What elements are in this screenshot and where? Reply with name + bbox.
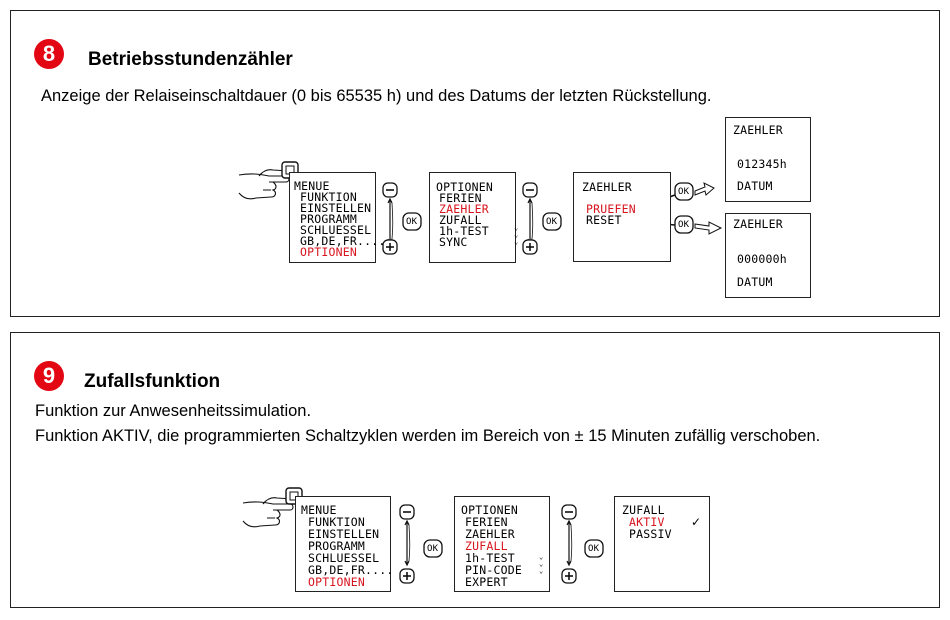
reset-screen-title: ZAEHLER bbox=[733, 217, 783, 231]
random-passive-option: PASSIV bbox=[629, 527, 672, 541]
menu-item: GB,DE,FR.... bbox=[300, 234, 386, 248]
section-number-badge: 8 bbox=[34, 39, 64, 69]
counter-reset-screen: ZAEHLER 000000h DATUM bbox=[725, 213, 811, 298]
ok-button-icon[interactable] bbox=[542, 212, 562, 231]
menu-item: PROGRAMM bbox=[308, 539, 365, 553]
scroll-control-menu bbox=[399, 504, 415, 584]
section-random-function: 9 Zufallsfunktion Funktion zur Anwesenhe… bbox=[10, 332, 940, 608]
counter-check-screen: ZAEHLER 012345h DATUM bbox=[725, 117, 811, 202]
menu-item: EINSTELLEN bbox=[300, 201, 372, 215]
ok-label: OK bbox=[678, 187, 690, 197]
options-item: FERIEN bbox=[465, 515, 508, 529]
section-operating-hours-counter: 8 Betriebsstundenzähler Anzeige der Rela… bbox=[10, 10, 940, 317]
arrow-right-icon bbox=[694, 182, 715, 196]
check-screen-label: DATUM bbox=[737, 179, 773, 193]
options-item: PIN-CODE bbox=[465, 563, 522, 577]
counter-title: ZAEHLER bbox=[582, 180, 632, 194]
menu-screen: MENUE FUNKTION EINSTELLEN PROGRAMM SCHLU… bbox=[295, 496, 394, 592]
menu-item-selected: OPTIONEN bbox=[300, 245, 357, 259]
menu-item: SCHLUESSEL bbox=[300, 223, 372, 237]
random-active-option: AKTIV bbox=[629, 515, 665, 529]
options-item: ZUFALL bbox=[439, 213, 482, 227]
options-item-selected: ZAEHLER bbox=[439, 202, 489, 216]
menu-item: MENUE bbox=[294, 179, 330, 193]
ok-label: OK bbox=[678, 220, 690, 230]
check-screen-value: 012345h bbox=[737, 157, 787, 171]
ok-label: OK bbox=[427, 544, 439, 554]
section-number-badge: 9 bbox=[34, 361, 64, 391]
counter-screen: ZAEHLER PRUEFEN RESET bbox=[573, 172, 671, 262]
options-item: ZAEHLER bbox=[465, 527, 515, 541]
hand-press-icon bbox=[238, 169, 290, 200]
arrow-right-icon bbox=[694, 221, 723, 235]
scroll-control-options bbox=[522, 182, 538, 255]
hand-press-icon bbox=[242, 497, 294, 528]
menu-item: EINSTELLEN bbox=[308, 527, 380, 541]
section-description-line-1: Funktion zur Anwesenheitssimulation. bbox=[35, 402, 312, 420]
diagram-graphics bbox=[242, 487, 604, 584]
reset-screen-label: DATUM bbox=[737, 275, 773, 289]
section-title: Betriebsstundenzähler bbox=[88, 49, 293, 70]
ok-button-icon[interactable] bbox=[402, 212, 422, 231]
ok-label: OK bbox=[406, 217, 418, 227]
ok-label: OK bbox=[588, 544, 600, 554]
options-screen: OPTIONEN FERIEN ZAEHLER ZUFALL 1h-TEST S… bbox=[429, 172, 518, 263]
section-description: Anzeige der Relaiseinschaltdauer (0 bis … bbox=[41, 87, 712, 105]
menu-item: FUNKTION bbox=[300, 190, 357, 204]
reset-screen-value: 000000h bbox=[737, 252, 787, 266]
options-item: 1h-TEST bbox=[465, 551, 515, 565]
options-item: OPTIONEN bbox=[436, 180, 493, 194]
menu-item: GB,DE,FR.... bbox=[308, 563, 394, 577]
options-item: EXPERT bbox=[465, 575, 508, 589]
options-screen: OPTIONEN FERIEN ZAEHLER ZUFALL 1h-TEST P… bbox=[454, 496, 550, 592]
menu-item-selected: OPTIONEN bbox=[308, 575, 365, 589]
menu-item: MENUE bbox=[301, 503, 337, 517]
ok-button-icon[interactable] bbox=[423, 539, 443, 558]
scroll-more-icon: ⌄⌄⌄ bbox=[539, 553, 544, 575]
ok-check-button-icon[interactable] bbox=[674, 182, 694, 201]
menu-item: PROGRAMM bbox=[300, 212, 357, 226]
random-title: ZUFALL bbox=[622, 503, 665, 517]
menu-screen: MENUE FUNKTION EINSTELLEN PROGRAMM SCHLU… bbox=[289, 172, 385, 263]
menu-item: SCHLUESSEL bbox=[308, 551, 380, 565]
ok-label: OK bbox=[546, 217, 558, 227]
scroll-more-icon: ⌄⌄⌄ bbox=[514, 224, 519, 246]
counter-reset-item: RESET bbox=[586, 213, 622, 227]
options-item: 1h-TEST bbox=[439, 224, 489, 238]
scroll-control-options bbox=[561, 504, 577, 584]
check-mark-icon: ✓ bbox=[691, 515, 702, 529]
options-item: OPTIONEN bbox=[461, 503, 518, 517]
options-item: FERIEN bbox=[439, 191, 482, 205]
section-description-line-2: Funktion AKTIV, die programmierten Schal… bbox=[35, 427, 821, 445]
ok-button-icon[interactable] bbox=[584, 539, 604, 558]
section-title: Zufallsfunktion bbox=[84, 371, 221, 392]
counter-check-item: PRUEFEN bbox=[586, 202, 636, 216]
check-screen-title: ZAEHLER bbox=[733, 123, 783, 137]
options-item-selected: ZUFALL bbox=[465, 539, 508, 553]
random-function-screen: ZUFALL AKTIV PASSIV ✓ bbox=[614, 496, 710, 592]
scroll-control-menu bbox=[382, 182, 398, 255]
options-item: SYNC bbox=[439, 235, 468, 249]
menu-item: FUNKTION bbox=[308, 515, 365, 529]
